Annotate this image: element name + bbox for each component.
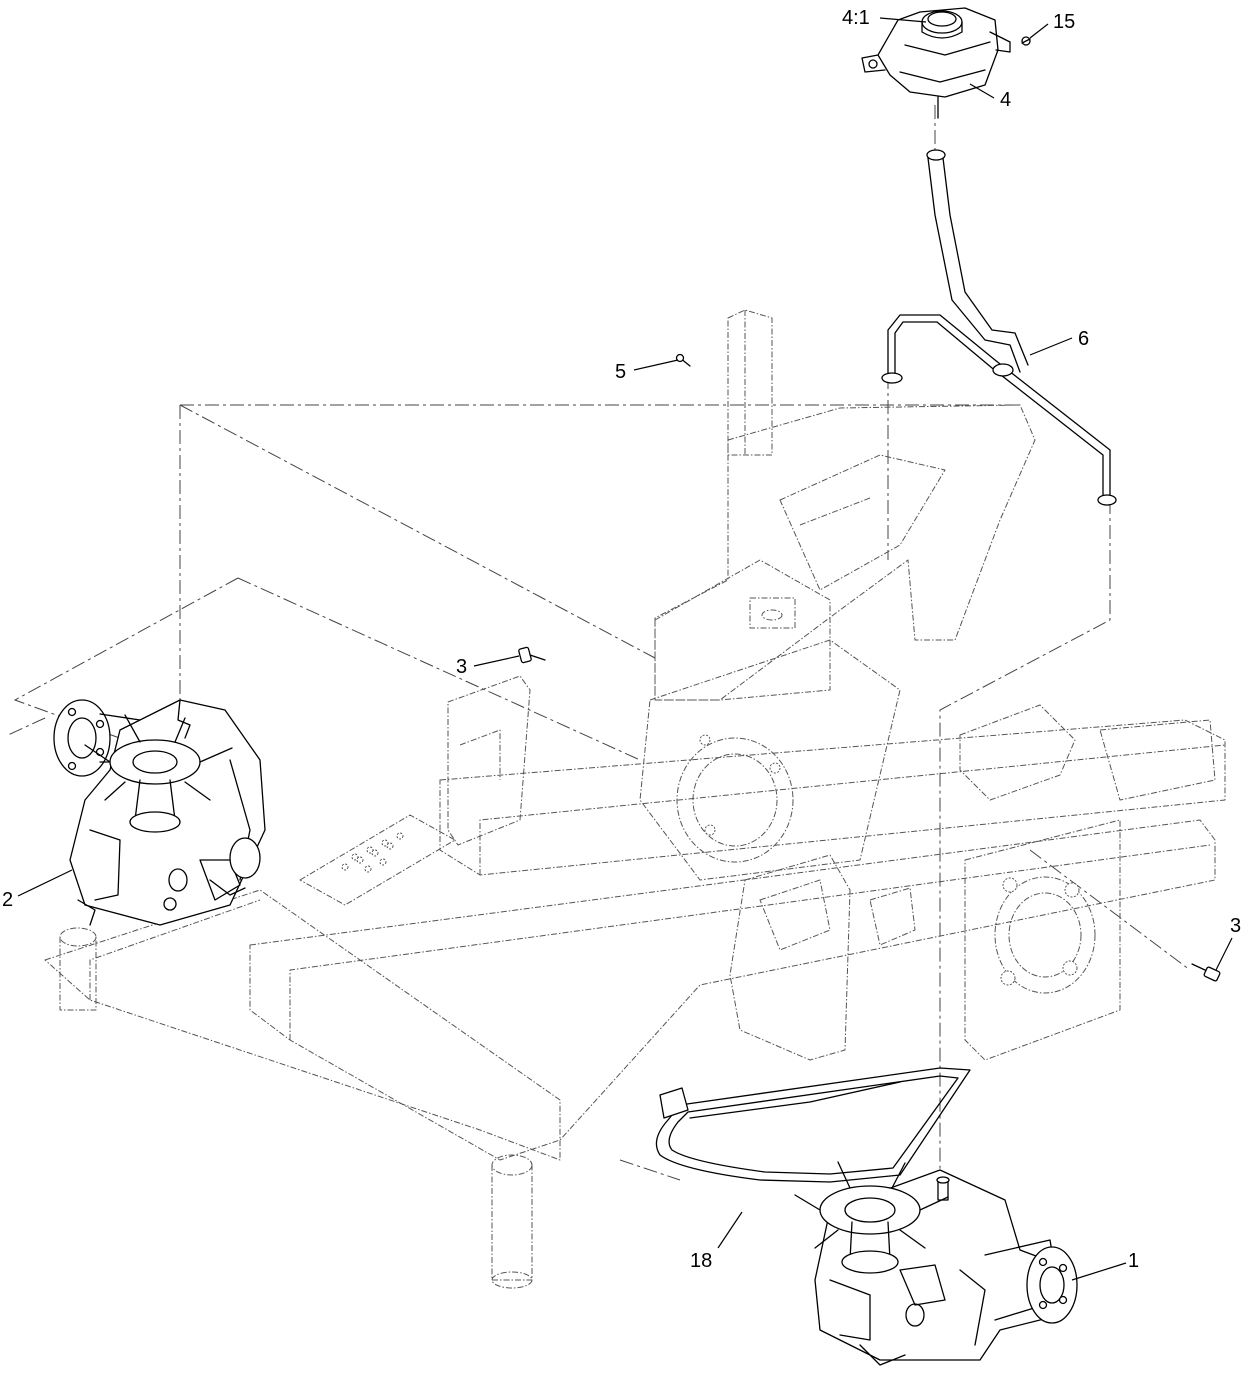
- hose-assembly: [881, 149, 1117, 506]
- callout-3-right: 3: [1230, 915, 1241, 937]
- leader-4: [969, 83, 995, 99]
- callout-labels: 4:1 15 4 6 5 3 3 2 18 1: [2, 7, 1241, 1272]
- callout-5: 5: [615, 361, 626, 383]
- leader-lines: [17, 17, 1233, 1281]
- callout-18: 18: [690, 1250, 712, 1272]
- assembly-phantom-lines: [7, 105, 1191, 1181]
- callout-15: 15: [1053, 11, 1075, 33]
- drive-belt: [655, 1067, 971, 1183]
- left-transaxle: [53, 699, 266, 926]
- expansion-tank: [861, 7, 1011, 119]
- leader-4-1: [879, 17, 927, 23]
- chassis-frame: [44, 309, 1226, 1289]
- callout-2: 2: [2, 889, 13, 911]
- leader-3a: [473, 655, 520, 667]
- leader-6: [1029, 337, 1073, 356]
- callout-1: 1: [1128, 1250, 1139, 1272]
- callout-4: 4: [1000, 89, 1011, 111]
- screw-5: [675, 353, 691, 367]
- right-transaxle: [794, 1161, 1078, 1366]
- tank-cap: [921, 10, 963, 39]
- leader-15: [1029, 23, 1049, 39]
- callout-4-1: 4:1: [842, 7, 870, 29]
- leader-18: [717, 1211, 743, 1249]
- leader-2: [17, 869, 73, 897]
- hole-pattern: [341, 832, 404, 873]
- leader-5: [633, 359, 679, 371]
- callout-6: 6: [1078, 328, 1089, 350]
- leader-3b: [1215, 937, 1233, 971]
- bolt-3-right: [1191, 963, 1221, 982]
- leader-1: [1071, 1262, 1127, 1281]
- screw-15: [1021, 36, 1031, 46]
- bolt-3-upper: [518, 646, 546, 664]
- callout-3-upper: 3: [456, 656, 467, 678]
